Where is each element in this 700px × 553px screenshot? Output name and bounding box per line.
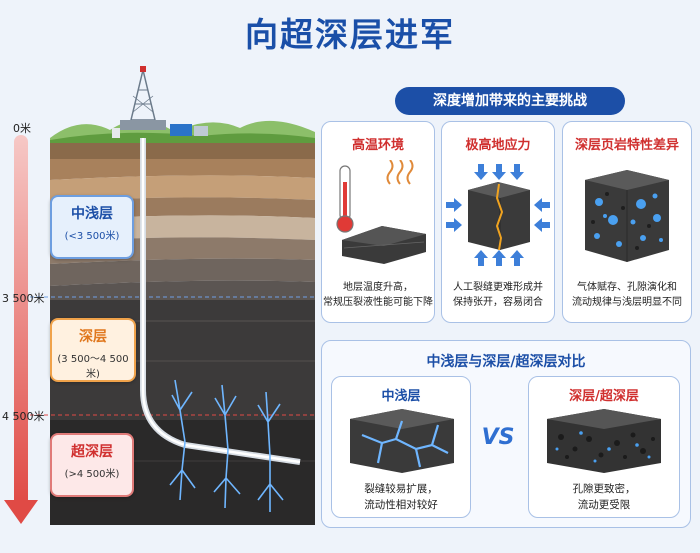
challenge-card-temperature: 高温环境 地层温度升高， 常规压裂液性能可能下降 xyxy=(321,121,435,323)
challenge-title-shale: 深层页岩特性差异 xyxy=(574,138,679,153)
zone-shallow-name: 中浅层 xyxy=(71,206,113,222)
geologic-cross-section xyxy=(0,60,320,530)
zone-ultra-deep-name: 超深层 xyxy=(71,444,113,460)
zone-deep-name: 深层 xyxy=(79,329,107,345)
wellbore-inner xyxy=(141,138,301,464)
stress-arrows-icon xyxy=(446,164,550,266)
challenge-card-stress: 极高地应力 人工裂缝更难形成并 保持张开，容易闭合 xyxy=(441,121,555,323)
challenge-text-temperature-2: 常规压裂液性能可能下降 xyxy=(323,297,433,308)
comparison-shallow-text-1: 裂缝较易扩展， xyxy=(364,483,438,495)
porous-shale-illustration xyxy=(585,170,669,262)
zone-ultra-deep-depth: (>4 500米) xyxy=(64,469,120,480)
fracture-network xyxy=(169,379,284,512)
comparison-shallow-text-2: 流动性相对较好 xyxy=(364,499,438,511)
deep-rock-illustration xyxy=(547,409,661,473)
comparison-shallow: 中浅层 裂缝较易扩展， 流动性相对较好 xyxy=(331,376,471,518)
zone-shallow: 中浅层 (<3 500米) xyxy=(50,195,134,259)
challenge-title-temperature: 高温环境 xyxy=(351,138,404,153)
comparison-shallow-title: 中浅层 xyxy=(381,389,421,404)
zone-deep-depth: (3 500～4 500米) xyxy=(57,354,129,380)
comparison-deep-text-2: 流动更受限 xyxy=(577,499,631,511)
challenge-card-shale: 深层页岩特性差异 气体赋存、孔隙演化和 流动规律与浅层明显不同 xyxy=(562,121,692,323)
zone-shallow-depth: (<3 500米) xyxy=(64,231,120,242)
dense-rock-icon xyxy=(547,409,661,473)
challenges-title: 深度增加带来的主要挑战 xyxy=(395,87,625,115)
heat-waves-icon xyxy=(386,160,394,185)
page-title: 向超深层进军 xyxy=(245,15,455,54)
geology-svg xyxy=(30,66,315,525)
stratum-7 xyxy=(50,258,315,286)
depth-scale-bar xyxy=(14,135,28,505)
stratum-2 xyxy=(50,159,315,180)
challenge-text-stress-1: 人工裂缝更难形成并 xyxy=(453,282,543,293)
comparison-title: 中浅层与深层/超深层对比 xyxy=(426,354,586,370)
zone-ultra-deep: 超深层 (>4 500米) xyxy=(50,433,134,497)
comparison-deep-text-1: 孔隙更致密， xyxy=(572,483,636,495)
zone-deep: 深层 (3 500～4 500米) xyxy=(50,318,136,382)
vs-label: VS xyxy=(481,425,515,450)
gas-bubbles-icon xyxy=(594,193,663,247)
shallow-rock-illustration xyxy=(350,409,454,473)
rock-cube-icon xyxy=(468,182,530,250)
challenge-text-shale-1: 气体赋存、孔隙演化和 xyxy=(577,282,677,293)
fracture-crack-icon xyxy=(495,183,504,251)
stratum-1 xyxy=(50,143,315,159)
challenge-text-shale-2: 流动规律与浅层明显不同 xyxy=(572,297,682,308)
challenge-text-temperature-1: 地层温度升高， xyxy=(343,282,413,293)
drilling-rig xyxy=(112,66,208,138)
stratum-8 xyxy=(50,280,315,300)
comparison-deep: 深层/超深层 孔隙更致密， 流动更受限 xyxy=(528,376,680,518)
challenge-title-stress: 极高地应力 xyxy=(465,138,531,153)
thermometer-rock-illustration xyxy=(336,160,426,264)
depth-mark-0: 0米 xyxy=(13,122,31,135)
depth-arrow-icon xyxy=(4,500,38,524)
challenge-text-stress-2: 保持张开，容易闭合 xyxy=(453,297,543,308)
stratum-line xyxy=(50,360,315,362)
depth-mark-4500: 4 500米 xyxy=(2,410,45,423)
stress-cube-illustration xyxy=(446,164,550,266)
depth-mark-3500: 3 500米 xyxy=(2,292,45,305)
comparison-deep-title: 深层/超深层 xyxy=(569,389,639,404)
stratum-line xyxy=(50,320,315,322)
